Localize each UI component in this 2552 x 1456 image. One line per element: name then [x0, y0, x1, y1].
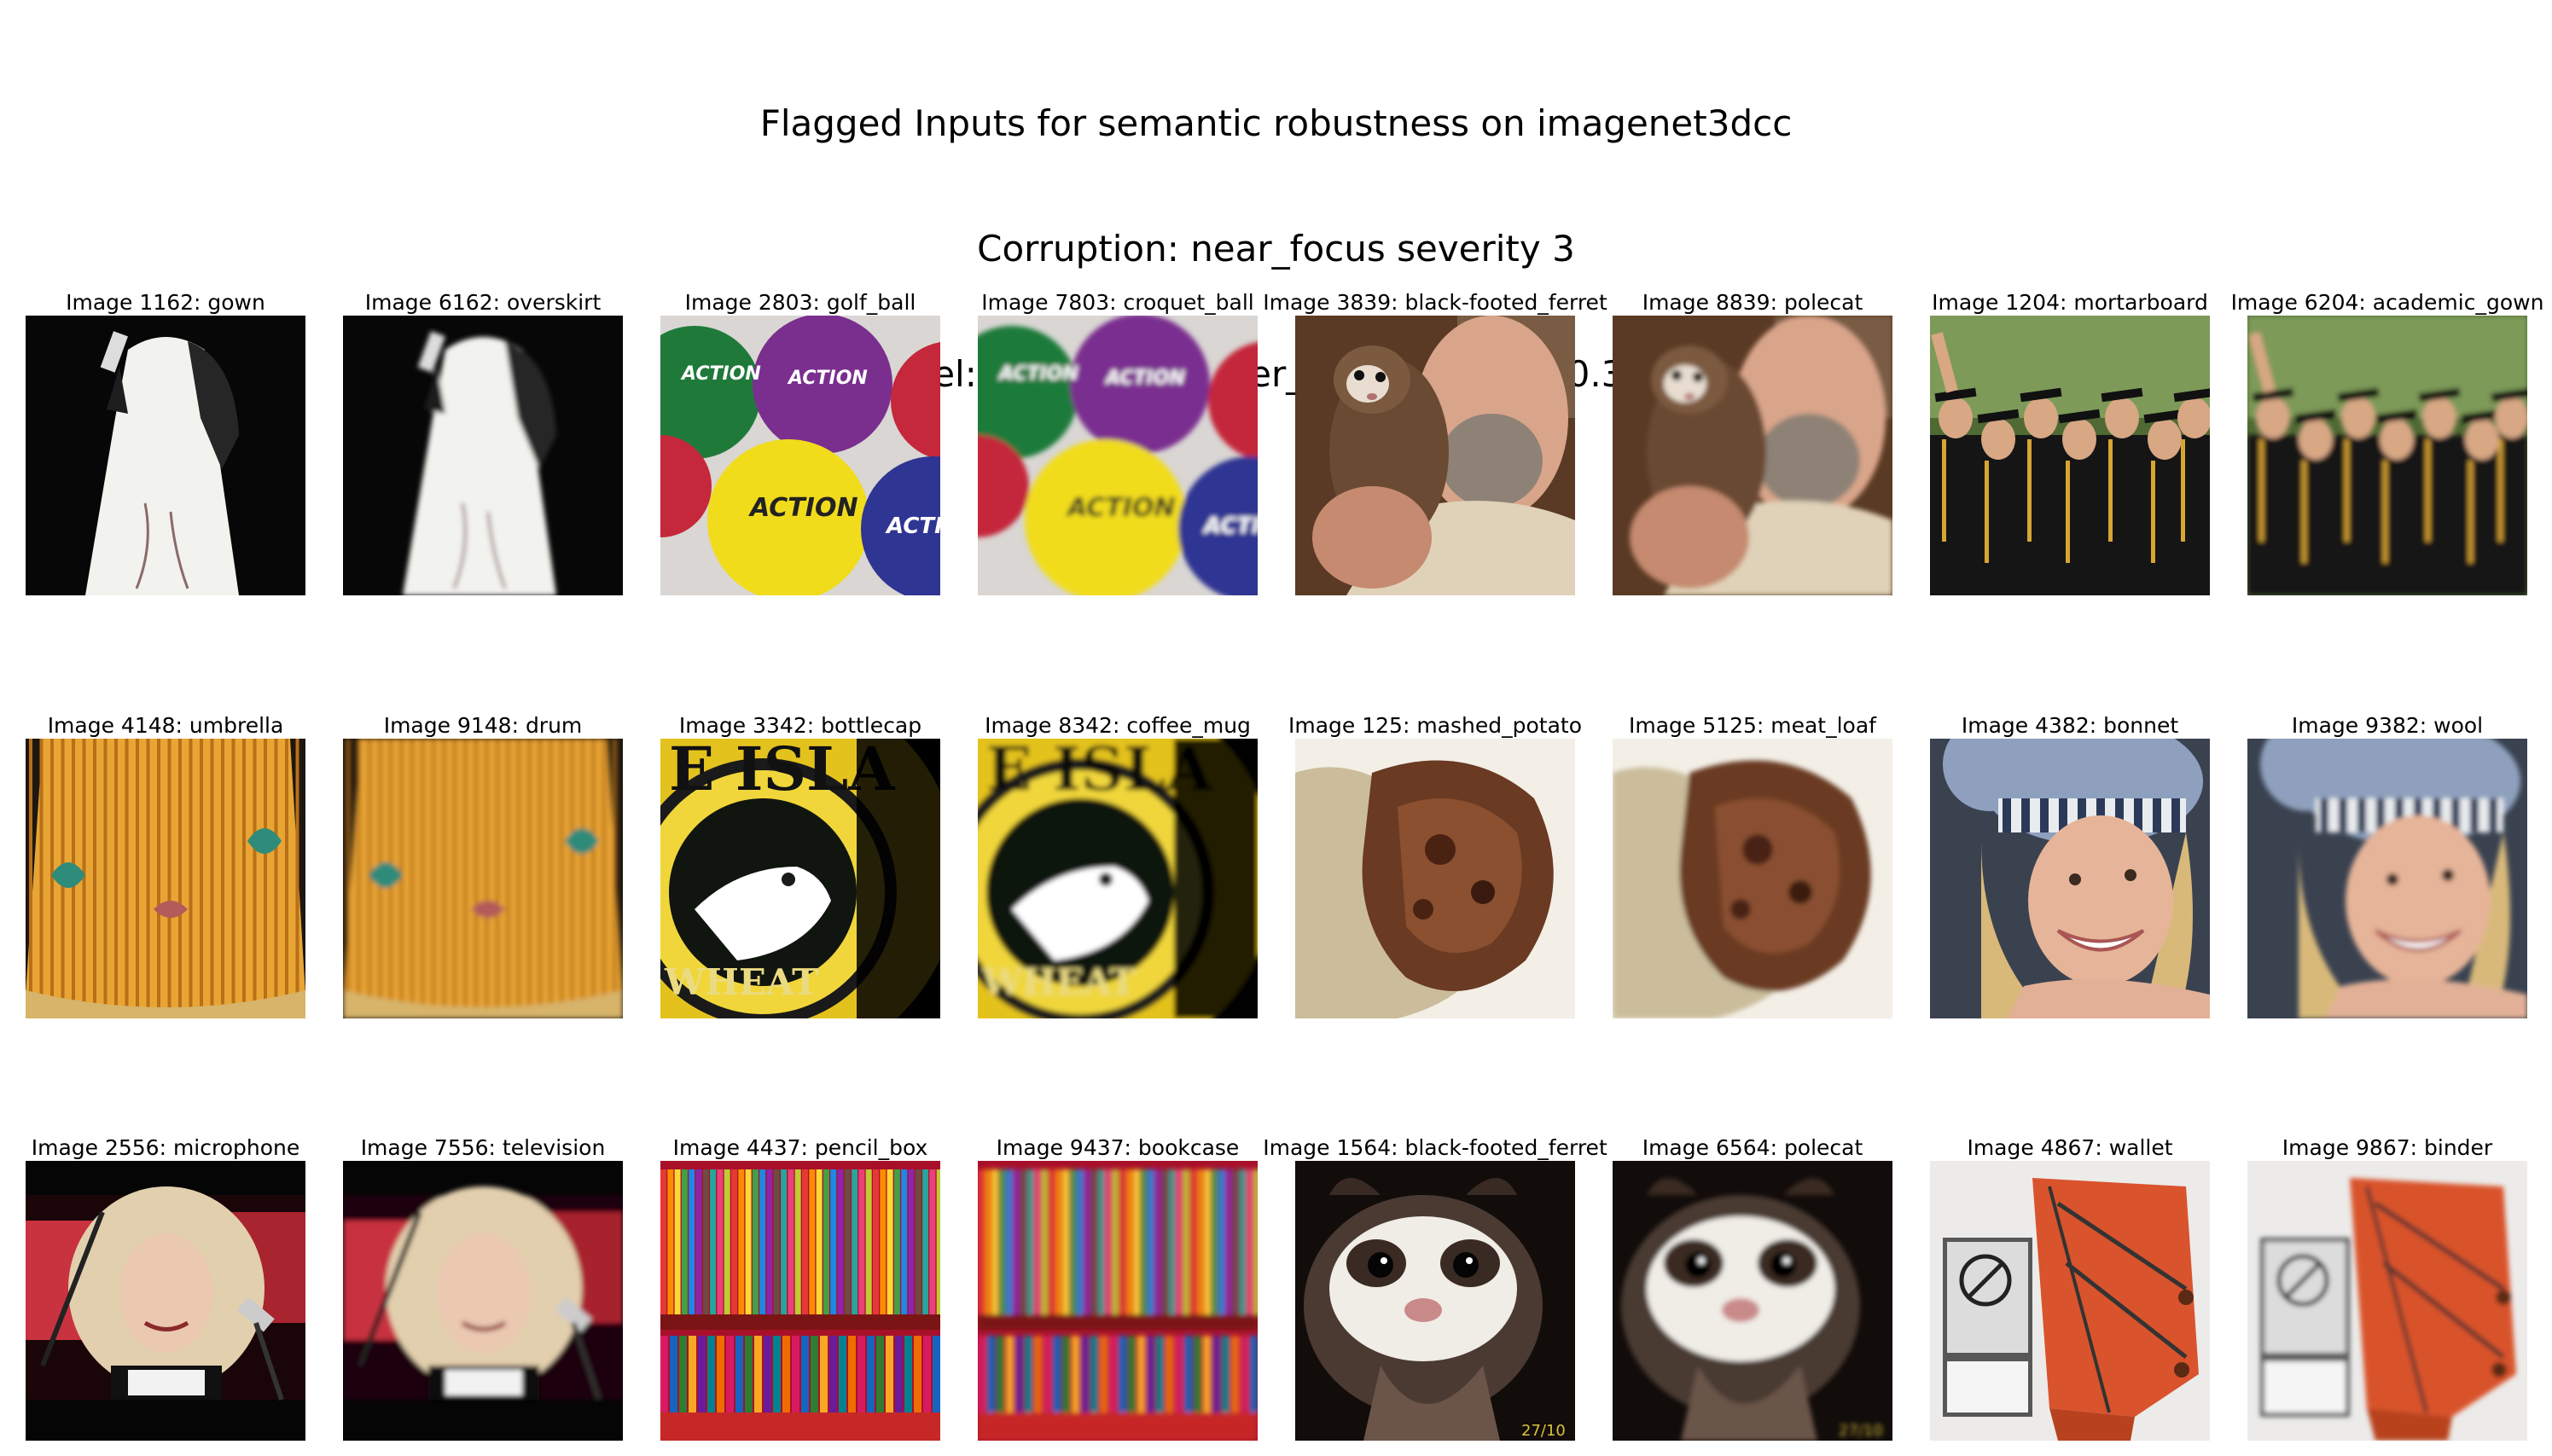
image-thumbnail — [1930, 739, 2210, 1018]
svg-text:ACTION: ACTION — [1066, 493, 1176, 523]
image-label: Image 7556: television — [360, 1135, 606, 1160]
title-line-1: Flagged Inputs for semantic robustness o… — [759, 102, 1793, 144]
image-label: Image 1162: gown — [66, 290, 265, 315]
image-thumbnail — [2247, 316, 2527, 595]
image-label: Image 9437: bookcase — [996, 1135, 1240, 1160]
svg-text:WHEAT: WHEAT — [664, 961, 818, 1003]
image-thumbnail: ACTION ACTION ACTION ACTION — [660, 316, 940, 595]
image-thumbnail — [2247, 739, 2527, 1018]
image-thumbnail — [1930, 316, 2210, 595]
image-thumbnail: E ISLA WHEAT — [978, 739, 1258, 1018]
image-thumbnail — [343, 1161, 623, 1441]
image-label: Image 9382: wool — [2291, 713, 2484, 738]
image-label: Image 1564: black-footed_ferret — [1263, 1135, 1607, 1160]
svg-text:ACTION: ACTION — [680, 363, 761, 385]
image-label: Image 2556: microphone — [31, 1135, 300, 1160]
svg-text:ACTION: ACTION — [1104, 368, 1185, 389]
image-thumbnail: E ISLA WHEAT — [660, 739, 940, 1018]
svg-text:ACTION: ACTION — [997, 363, 1078, 385]
image-label: Image 8342: coffee_mug — [985, 713, 1251, 738]
image-label: Image 9867: binder — [2282, 1135, 2493, 1160]
image-thumbnail — [343, 739, 623, 1018]
image-thumbnail — [343, 316, 623, 595]
image-label: Image 7803: croquet_ball — [981, 290, 1254, 315]
image-label: Image 2803: golf_ball — [684, 290, 916, 315]
svg-text:ACTION: ACTION — [885, 513, 940, 539]
image-thumbnail — [1613, 316, 1892, 595]
image-thumbnail — [26, 1161, 305, 1441]
image-label: Image 4148: umbrella — [47, 713, 284, 738]
image-thumbnail: 27/10 — [1613, 1161, 1892, 1441]
image-label: Image 4867: wallet — [1967, 1135, 2173, 1160]
image-thumbnail — [26, 316, 305, 595]
image-thumbnail — [26, 739, 305, 1018]
image-label: Image 125: mashed_potato — [1288, 713, 1582, 738]
image-thumbnail — [978, 1161, 1258, 1441]
image-label: Image 4437: pencil_box — [672, 1135, 928, 1160]
svg-text:ACTION: ACTION — [787, 368, 868, 389]
image-thumbnail — [1930, 1161, 2210, 1441]
image-label: Image 8839: polecat — [1642, 290, 1863, 315]
image-label: Image 6204: academic_gown — [2230, 290, 2544, 315]
image-thumbnail — [2247, 1161, 2527, 1441]
svg-text:WHEAT: WHEAT — [981, 961, 1136, 1003]
image-thumbnail — [1295, 739, 1575, 1018]
image-thumbnail — [1613, 739, 1892, 1018]
image-label: Image 3342: bottlecap — [678, 713, 922, 738]
image-label: Image 6564: polecat — [1642, 1135, 1863, 1160]
image-label: Image 4382: bonnet — [1961, 713, 2179, 738]
image-thumbnail — [660, 1161, 940, 1441]
svg-text:ACTION: ACTION — [748, 493, 858, 523]
image-label: Image 6162: overskirt — [364, 290, 602, 315]
svg-text:ACTION: ACTION — [1202, 513, 1258, 539]
image-thumbnail: ACTION ACTION ACTION ACTION — [978, 316, 1258, 595]
image-label: Image 5125: meat_loaf — [1629, 713, 1876, 738]
image-label: Image 1204: mortarboard — [1932, 290, 2208, 315]
image-thumbnail: 27/10 — [1295, 1161, 1575, 1441]
image-thumbnail — [1295, 316, 1575, 595]
image-label: Image 3839: black-footed_ferret — [1263, 290, 1607, 315]
title-line-2: Corruption: near_focus severity 3 — [977, 228, 1575, 270]
image-label: Image 9148: drum — [383, 713, 583, 738]
svg-text:27/10: 27/10 — [1839, 1422, 1883, 1440]
svg-text:27/10: 27/10 — [1521, 1422, 1566, 1440]
